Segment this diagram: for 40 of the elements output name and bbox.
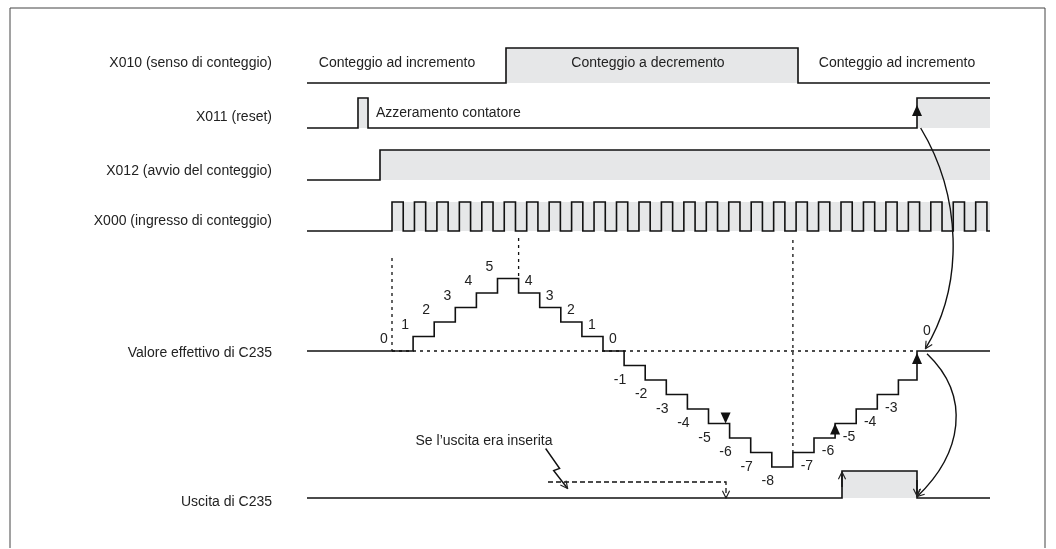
- count-value: -2: [634, 384, 648, 402]
- count-value: -7: [800, 456, 814, 473]
- count-value: 4: [524, 271, 533, 289]
- count-value: -4: [863, 412, 877, 430]
- count-value: 4: [464, 271, 473, 289]
- annotation-text: Se l’uscita era inserita: [415, 431, 553, 449]
- count-value: -6: [821, 441, 835, 459]
- count-value: 2: [422, 300, 431, 318]
- count-value: 0: [380, 329, 388, 347]
- signal-name: X000 (ingresso di conteggio): [93, 211, 272, 229]
- state-label: Conteggio ad incremento: [318, 53, 476, 71]
- annotation-text: Azzeramento contatore: [376, 103, 521, 121]
- count-value: -5: [698, 428, 711, 445]
- count-value: -7: [740, 457, 753, 474]
- count-value: 1: [588, 315, 596, 332]
- high-level-pulse: [917, 98, 990, 128]
- signal-name: X011 (reset): [196, 107, 272, 125]
- count-value: 3: [545, 286, 554, 303]
- count-value: -1: [613, 370, 627, 387]
- count-value: -8: [761, 471, 774, 489]
- count-value: -3: [656, 399, 669, 416]
- curved-arrow: [919, 127, 954, 350]
- count-value: -6: [719, 442, 732, 460]
- count-value: 2: [566, 300, 575, 318]
- count-value: 5: [485, 257, 494, 274]
- state-label: Conteggio ad incremento: [818, 53, 976, 71]
- leader-line: [544, 447, 569, 490]
- count-value: -5: [842, 427, 856, 444]
- signal-name: X012 (avvio del conteggio): [106, 161, 272, 179]
- signal-name: Valore effettivo di C235: [127, 343, 272, 361]
- count-value: -3: [885, 398, 898, 415]
- count-value: -4: [677, 413, 690, 431]
- count-value: 3: [443, 286, 452, 303]
- count-value: 1: [401, 315, 409, 332]
- count-value: 0: [609, 329, 617, 347]
- state-label: Conteggio a decremento: [571, 53, 725, 71]
- curved-arrow: [916, 353, 957, 498]
- signal-name: X010 (senso di conteggio): [109, 53, 272, 71]
- count-value: 0: [923, 321, 931, 339]
- signal-name: Uscita di C235: [180, 492, 272, 510]
